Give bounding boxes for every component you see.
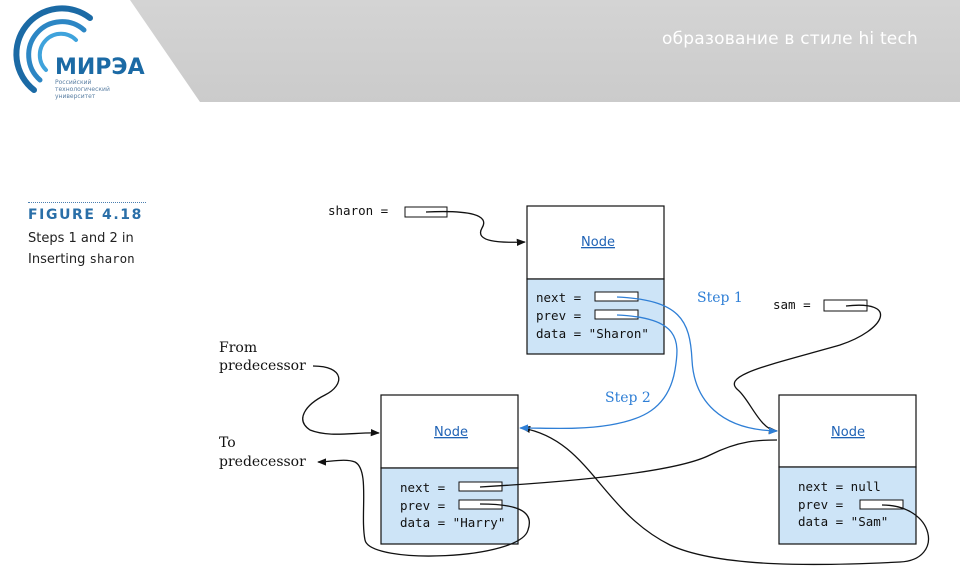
var-sam: sam = (773, 297, 868, 312)
arrow-harry-next (479, 439, 778, 488)
arrow-step2 (519, 314, 678, 432)
logo-subtitle-1: Российский (55, 79, 92, 86)
label-to: To (219, 435, 236, 451)
node-harry-prev: prev = (400, 498, 445, 513)
arrow-step1 (616, 296, 778, 435)
arrow-sharon-var (425, 210, 526, 246)
figure-rule (28, 202, 146, 203)
node-harry: Node next = prev = data = "Harry" (380, 394, 519, 545)
figure-caption-line1: Steps 1 and 2 in (28, 231, 134, 246)
arrow-sam-var (733, 304, 882, 435)
node-harry-next: next = (400, 480, 445, 495)
node-harry-header (380, 394, 519, 469)
node-sam-data: data = "Sam" (798, 514, 888, 529)
logo-arcs-icon (13, 5, 93, 93)
arrow-from-predecessor (302, 365, 380, 437)
figure-caption-line2-prefix: Inserting (28, 252, 90, 267)
logo-text: МИРЭА (55, 55, 145, 80)
arrow-sam-prev (521, 425, 929, 566)
node-sam-title: Node (831, 425, 865, 440)
logo-subtitle-2: технологический (55, 86, 110, 93)
node-sam: Node next = null prev = data = "Sam" (778, 394, 917, 545)
label-step1: Step 1 (697, 290, 743, 306)
node-sharon-header (526, 205, 665, 280)
node-harry-title: Node (434, 425, 468, 440)
label-from-predecessor: predecessor (219, 358, 306, 374)
node-sharon-data: data = "Sharon" (536, 326, 649, 341)
figure-caption-code: sharon (89, 251, 135, 266)
node-sharon-next: next = (536, 290, 581, 305)
node-sharon-prev-slot (594, 309, 639, 320)
node-sharon-next-slot (594, 291, 639, 302)
header-tagline: образование в стиле hi tech (662, 29, 918, 49)
node-harry-data: data = "Harry" (400, 515, 505, 530)
pointer-arrows (302, 210, 929, 566)
figure-label: FIGURE 4.18 (28, 207, 143, 223)
logo: МИРЭА Российский технологический универс… (0, 0, 200, 102)
logo-subtitle-3: университет (55, 93, 96, 100)
node-sharon-prev: prev = (536, 308, 581, 323)
node-sharon-title: Node (581, 235, 615, 250)
step-arrows (519, 296, 778, 435)
var-sharon-label: sharon = (328, 203, 388, 218)
figure-caption: Steps 1 and 2 in Inserting sharon (28, 229, 188, 270)
label-step2: Step 2 (605, 390, 651, 406)
node-sam-prev-slot (859, 499, 904, 510)
node-sam-next: next = null (798, 479, 881, 494)
label-from: From (219, 340, 257, 356)
arrow-to-predecessor (317, 458, 530, 557)
node-sam-prev: prev = (798, 497, 843, 512)
var-sam-label: sam = (773, 297, 811, 312)
figure-caption-line2: Inserting sharon (28, 249, 188, 270)
var-sharon: sharon = (328, 203, 448, 218)
label-to-predecessor: predecessor (219, 454, 306, 470)
node-sharon: Node next = prev = data = "Sharon" (526, 205, 665, 355)
